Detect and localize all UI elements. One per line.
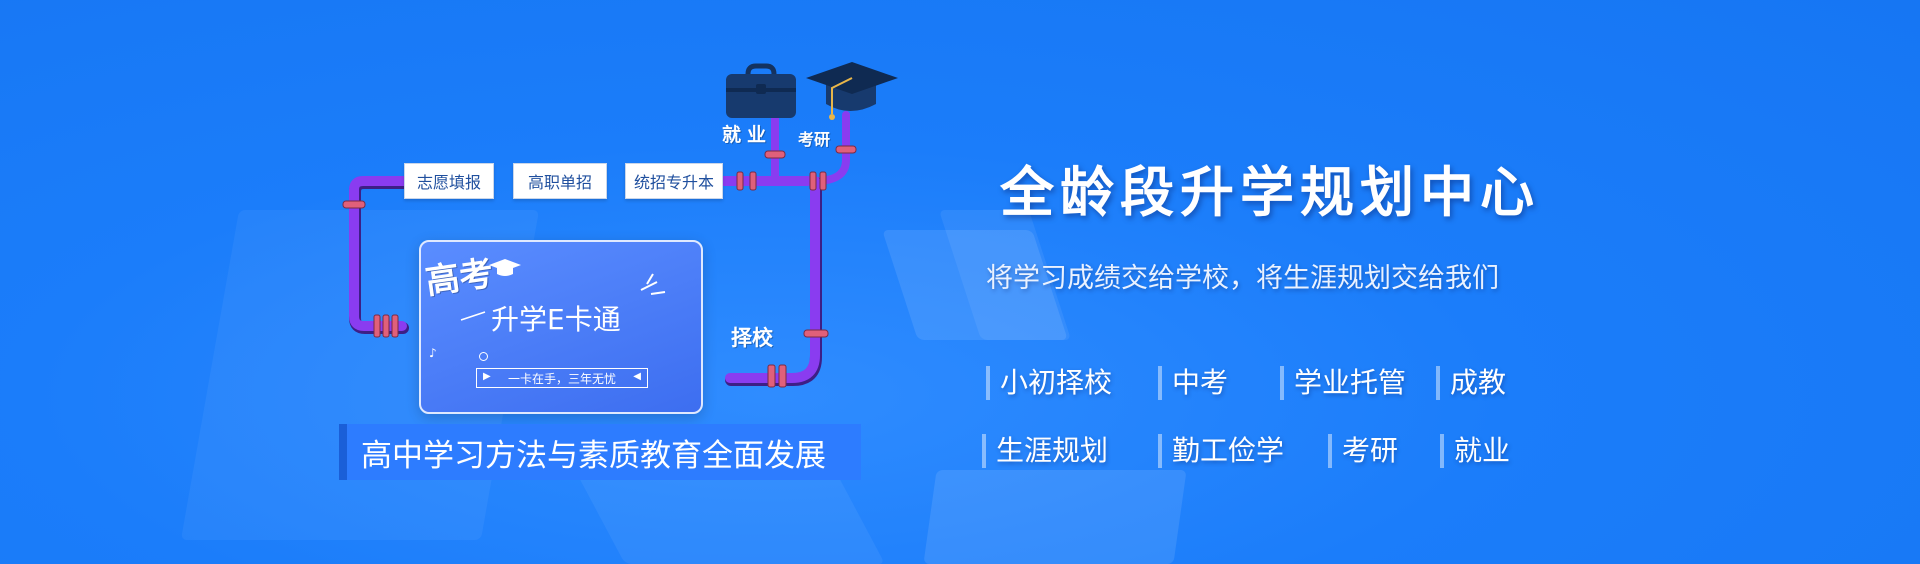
- play-back-icon: ◀: [633, 371, 641, 382]
- card-title: 升学E卡通: [491, 303, 621, 336]
- pipe-joint: [778, 364, 787, 388]
- pipe-joint: [736, 171, 744, 191]
- pipe-joint: [809, 171, 817, 191]
- subtitle-text: 高中学习方法与素质教育全面发展: [361, 437, 826, 474]
- card-slogan: ▶ 一卡在手，三年无忧 ◀: [476, 368, 648, 388]
- briefcase-icon: [726, 63, 796, 118]
- pipe-school: [725, 176, 820, 383]
- service-tag[interactable]: 生涯规划: [982, 434, 1108, 468]
- sign-vocational: 高职单招: [513, 163, 607, 199]
- service-tag[interactable]: 小初择校: [986, 366, 1112, 400]
- tagline: 将学习成绩交给学校，将生涯规划交给我们: [986, 263, 1499, 294]
- sign-label: 高职单招: [527, 173, 592, 192]
- pipe-joint: [382, 314, 390, 338]
- sparkle-icon: [460, 311, 486, 321]
- subtitle-bar: 高中学习方法与素质教育全面发展: [339, 424, 861, 480]
- label-job: 就业: [722, 124, 773, 146]
- slogan-text: 一卡在手，三年无忧: [507, 371, 616, 386]
- pipe-joint: [835, 145, 857, 154]
- pipe-joint: [764, 150, 786, 159]
- service-tag[interactable]: 学业托管: [1280, 366, 1406, 400]
- sign-label: 志愿填报: [416, 173, 481, 192]
- play-icon: ▶: [483, 371, 491, 382]
- sparkle-icon: [640, 273, 666, 295]
- service-tag[interactable]: 中考: [1158, 366, 1228, 400]
- squiggle-decor: ♪: [429, 346, 437, 360]
- pipe-joint: [803, 329, 829, 338]
- pipe-joint: [749, 171, 757, 191]
- sign-upgrade: 统招专升本: [625, 163, 723, 199]
- label-grad: 考研: [798, 130, 831, 149]
- pipe-left: [349, 176, 409, 331]
- pipe-joint: [767, 364, 776, 388]
- graduation-cap-icon: [806, 62, 898, 120]
- service-tag[interactable]: 成教: [1436, 366, 1506, 400]
- label-school: 择校: [731, 325, 773, 350]
- sign-label: 统招专升本: [633, 173, 714, 192]
- pipe-joint: [373, 314, 381, 338]
- pipe-joint: [819, 171, 827, 191]
- circle-decor: [479, 352, 488, 361]
- service-tag[interactable]: 就业: [1440, 434, 1510, 468]
- pipe-joint: [391, 314, 399, 338]
- pipe-joint: [342, 200, 366, 209]
- e-card: 高考 升学E卡通 ♪ ▶ 一卡在手，三年无忧 ◀: [419, 240, 703, 414]
- sign-application: 志愿填报: [404, 163, 494, 199]
- headline: 全龄段升学规划中心: [1000, 161, 1540, 224]
- service-tag[interactable]: 勤工俭学: [1158, 434, 1284, 468]
- card-handwriting: 高考: [423, 253, 496, 303]
- service-tag[interactable]: 考研: [1328, 434, 1398, 468]
- small-cap-icon: [489, 259, 521, 276]
